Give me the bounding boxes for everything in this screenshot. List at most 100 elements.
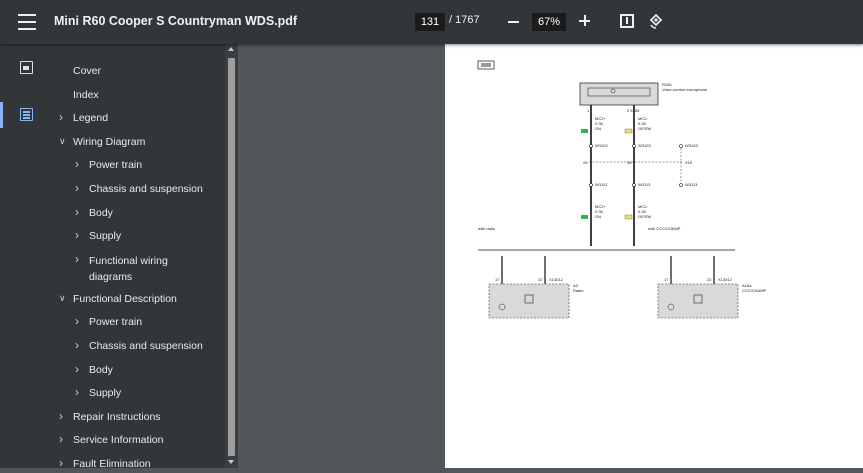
pin-22-left: 22 bbox=[538, 277, 543, 282]
document-title: Mini R60 Cooper S Countryman WDS.pdf bbox=[54, 14, 298, 28]
outline-item[interactable]: Wiring Diagram bbox=[73, 135, 146, 148]
outline-item[interactable]: Cover bbox=[73, 65, 102, 77]
outline-item[interactable]: Body bbox=[89, 206, 113, 219]
wire-right-size: 0.35 bbox=[638, 121, 647, 126]
pin-2-top: 2 bbox=[627, 108, 630, 113]
outline-item[interactable]: Fault Elimination bbox=[73, 458, 151, 468]
microphone-inner bbox=[587, 87, 651, 97]
wire-color-green-2 bbox=[581, 215, 588, 219]
microphone-symbol bbox=[610, 88, 616, 94]
outline-item[interactable]: Legend bbox=[73, 112, 109, 125]
splice-1-left-label: W3102 bbox=[595, 143, 608, 148]
top-component-id: R20b bbox=[662, 82, 672, 87]
chevron-right-icon[interactable]: › bbox=[59, 432, 63, 447]
outline-item[interactable]: Supply bbox=[89, 230, 122, 243]
module-left-id: A3 bbox=[573, 283, 579, 288]
outline-item[interactable]: Functional Description bbox=[73, 292, 177, 305]
scroll-thumb[interactable] bbox=[228, 58, 235, 456]
wire-right-2-color: GE/SW bbox=[638, 214, 652, 219]
module-right-name: CCC/CHAMP bbox=[742, 288, 767, 293]
module-left-conn: X13012 bbox=[549, 277, 564, 282]
zoom-out-icon[interactable] bbox=[507, 10, 521, 32]
wire-left-color: GN bbox=[595, 126, 601, 131]
connector-mid-label: X1E bbox=[685, 160, 693, 165]
outline-item[interactable]: Supply bbox=[89, 387, 122, 400]
splice-2-extra bbox=[679, 183, 683, 187]
chevron-right-icon[interactable]: › bbox=[75, 181, 79, 195]
splice-2-left bbox=[589, 183, 593, 187]
chevron-down-icon[interactable]: ∨ bbox=[59, 292, 66, 303]
chevron-right-icon[interactable]: › bbox=[75, 228, 79, 243]
pdf-page: R20b Voice-control microphone X455 1 2 M… bbox=[445, 44, 863, 468]
zoom-in-icon[interactable] bbox=[578, 14, 592, 28]
wiring-diagram: R20b Voice-control microphone X455 1 2 M… bbox=[477, 60, 767, 319]
chevron-right-icon[interactable]: › bbox=[75, 314, 79, 329]
outline-item[interactable]: Index bbox=[73, 88, 99, 101]
fit-to-page-icon[interactable] bbox=[620, 14, 634, 28]
module-right-symbol bbox=[693, 294, 703, 304]
chevron-down-icon[interactable]: ∨ bbox=[59, 135, 66, 146]
splice-1-extra-label: W3103 bbox=[685, 143, 698, 148]
outline-item[interactable]: Body bbox=[89, 363, 113, 376]
chevron-right-icon[interactable]: › bbox=[75, 385, 79, 400]
splice-2-extra-label: W3113 bbox=[685, 182, 698, 187]
outline-item[interactable]: Power train bbox=[89, 159, 143, 172]
module-ccc bbox=[657, 283, 739, 319]
splice-2-right bbox=[632, 183, 636, 187]
page-number-input[interactable]: 131 bbox=[415, 13, 445, 31]
splice-2-right-label: W3113 bbox=[638, 182, 651, 187]
wire-right-name: MC2- bbox=[638, 116, 648, 121]
chevron-right-icon[interactable]: › bbox=[75, 251, 79, 266]
splice-1-left bbox=[589, 144, 593, 148]
thumbnails-icon[interactable] bbox=[20, 61, 33, 74]
outline-item[interactable]: Service Information bbox=[73, 434, 164, 447]
outline-item[interactable]: Functional wiring diagrams bbox=[89, 254, 168, 283]
module-radio bbox=[488, 283, 570, 319]
wire-left-size: 0.35 bbox=[595, 121, 604, 126]
microphone-component bbox=[579, 82, 659, 106]
pin-17-left: 17 bbox=[495, 277, 500, 282]
active-indicator bbox=[0, 102, 3, 128]
scroll-up-icon[interactable] bbox=[228, 47, 234, 51]
menu-icon[interactable] bbox=[18, 14, 36, 30]
outline-icon[interactable] bbox=[20, 108, 33, 121]
chevron-right-icon[interactable]: › bbox=[75, 361, 79, 376]
chevron-right-icon[interactable]: › bbox=[75, 204, 79, 219]
module-right-conn: X13012 bbox=[718, 277, 733, 282]
outline-item[interactable]: Repair Instructions bbox=[73, 410, 161, 423]
splice-1-right bbox=[632, 144, 636, 148]
chevron-right-icon[interactable]: › bbox=[75, 338, 79, 352]
chevron-right-icon[interactable]: › bbox=[75, 157, 79, 172]
wire-left-2-name: MC2+ bbox=[595, 204, 606, 209]
module-left-name: Radio bbox=[573, 288, 584, 293]
side-rail bbox=[0, 44, 55, 468]
chevron-right-icon[interactable]: › bbox=[59, 408, 63, 423]
pin-28-left: 28 bbox=[583, 160, 588, 165]
pin-1-top: 1 bbox=[587, 108, 590, 113]
wire-right-2-size: 0.35 bbox=[638, 209, 647, 214]
module-left-circle bbox=[498, 303, 506, 311]
page-total: / 1767 bbox=[449, 14, 480, 26]
chevron-right-icon[interactable]: › bbox=[59, 456, 63, 468]
wire-left-2-size: 0.35 bbox=[595, 209, 604, 214]
outline-item[interactable]: Chassis and suspension bbox=[89, 183, 203, 195]
scroll-down-icon[interactable] bbox=[228, 460, 234, 464]
zoom-level-input[interactable]: 67% bbox=[532, 13, 566, 31]
module-right-id: A16a bbox=[742, 283, 752, 288]
wire-color-yellow bbox=[624, 128, 633, 134]
top-component-desc: Voice-control microphone bbox=[662, 87, 708, 92]
pin-28-right: 28 bbox=[627, 160, 632, 165]
wire-right-color: GE/SW bbox=[638, 126, 652, 131]
diagram-ref-icon bbox=[477, 60, 495, 70]
wire-left-2-color: GN bbox=[595, 214, 601, 219]
wire-color-yellow-2 bbox=[624, 214, 633, 220]
chevron-right-icon[interactable]: › bbox=[59, 110, 63, 125]
splice-1-right-label: W3103 bbox=[638, 143, 651, 148]
rotate-icon[interactable] bbox=[648, 13, 664, 29]
outline-item[interactable]: Chassis and suspension bbox=[89, 340, 203, 352]
module-right-circle bbox=[667, 303, 675, 311]
splice-2-left-label: W3112 bbox=[595, 182, 608, 187]
pdf-toolbar: Mini R60 Cooper S Countryman WDS.pdf 131… bbox=[0, 0, 863, 44]
outline-item[interactable]: Power train bbox=[89, 316, 143, 329]
splice-1-extra bbox=[679, 144, 683, 148]
